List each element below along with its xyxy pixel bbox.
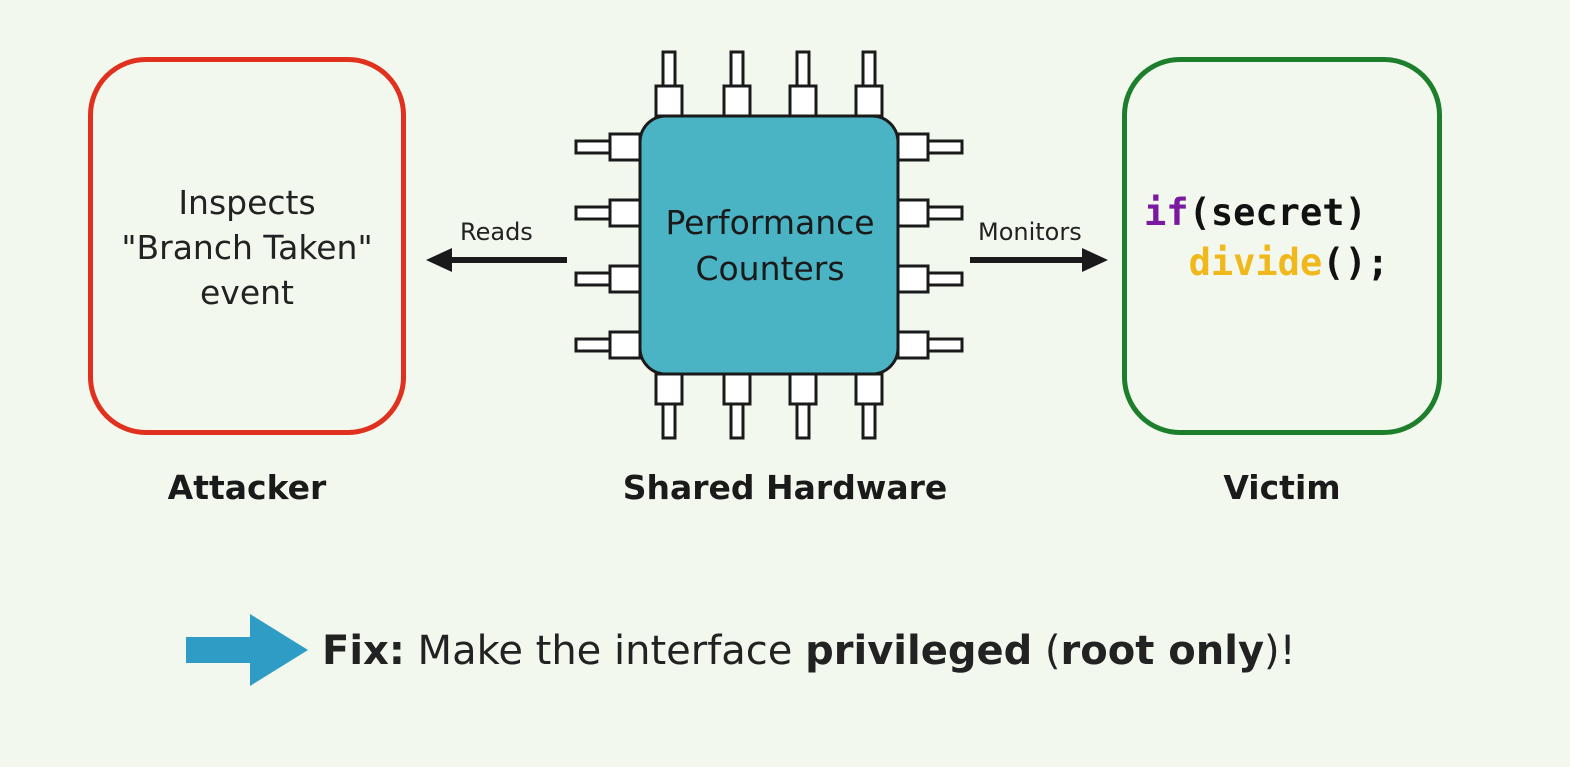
- fix-prefix: Fix:: [322, 628, 405, 674]
- fix-statement: Fix: Make the interface privileged (root…: [322, 628, 1296, 674]
- monitors-arrow: [970, 248, 1108, 272]
- chip-line-2: Counters: [695, 249, 845, 288]
- fix-bold-root-only: root only: [1060, 628, 1265, 674]
- fix-text-2: (: [1032, 628, 1061, 674]
- fix-text-1: Make the interface: [404, 628, 806, 674]
- victim-label: Victim: [1223, 468, 1341, 507]
- chip-icon: [574, 50, 964, 440]
- attacker-description: Inspects "Branch Taken" event: [88, 180, 406, 315]
- fix-bold-privileged: privileged: [805, 628, 1033, 674]
- attacker-line-3: event: [200, 273, 294, 312]
- code-condition: (secret): [1188, 191, 1367, 234]
- monitors-label: Monitors: [978, 218, 1082, 246]
- victim-code: if(secret) divide();: [1144, 188, 1389, 288]
- attacker-label: Attacker: [167, 468, 327, 507]
- chip-label: Performance Counters: [640, 200, 900, 292]
- fix-text-3: )!: [1264, 628, 1296, 674]
- chip-line-1: Performance: [665, 203, 875, 242]
- code-function: divide: [1188, 241, 1323, 284]
- reads-label: Reads: [460, 218, 533, 246]
- fix-arrow-icon: [186, 614, 308, 686]
- attacker-box: [88, 57, 406, 435]
- attacker-line-2: "Branch Taken": [121, 228, 373, 267]
- victim-box: [1122, 57, 1442, 435]
- code-call: ();: [1322, 241, 1390, 284]
- reads-arrow: [426, 248, 567, 272]
- hardware-label: Shared Hardware: [622, 468, 948, 507]
- code-keyword: if: [1144, 191, 1189, 234]
- attacker-line-1: Inspects: [178, 183, 316, 222]
